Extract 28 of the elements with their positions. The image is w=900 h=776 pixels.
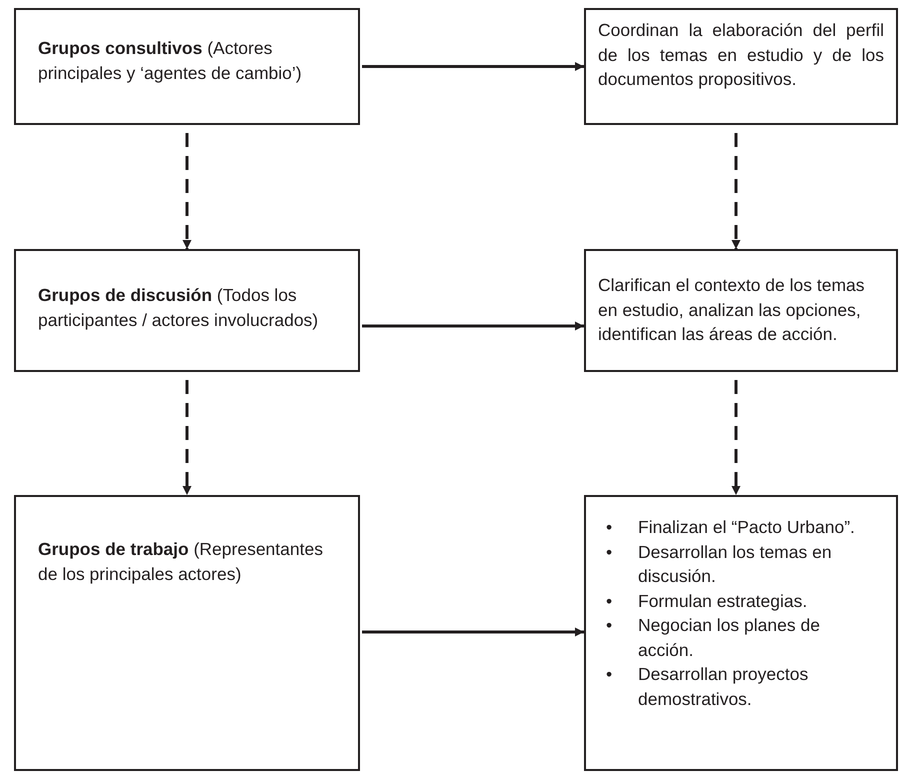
arrow [732,380,740,495]
box-text: Coordinan la elaboración del perfil de los temas en estudio y de los documentos propositivos. [598,19,884,91]
arrow [362,322,584,330]
arrow [182,380,192,495]
process-box [584,495,898,771]
process-box [14,495,360,771]
bullet: • [606,590,612,612]
bullet: • [606,614,612,637]
list-item: Finalizan el “Pacto Urbano”. [638,517,855,537]
box-text: Grupos consultivos (Actores principales y ‘agentes de cambio’) [38,37,303,85]
process-box [14,8,360,125]
process-box [14,249,360,372]
box-text: Clarifican el contexto de los temas en estudio, analizan las opciones, identifican las áreas de acción. [598,274,866,346]
bullet: • [606,540,612,564]
arrow [362,628,584,636]
bullet: • [606,516,612,539]
list-item: Desarrollan proyectos demostrativos. [638,664,808,708]
box-text: Grupos de discusión (Todos los participantes / actores involucrados) [38,284,320,332]
arrow [182,133,192,249]
list-item: Desarrollan los temas en discusión. [638,542,832,586]
box-text: Grupos de trabajo (Representantes de los principales actores) [38,538,324,586]
bullet: • [606,663,612,686]
arrow [732,133,740,249]
process-box [584,8,898,125]
list-item: Negocian los planes de acción. [638,615,820,660]
process-box [584,249,898,372]
list-item: Formulan estrategias. [638,590,808,610]
arrow [362,62,584,71]
